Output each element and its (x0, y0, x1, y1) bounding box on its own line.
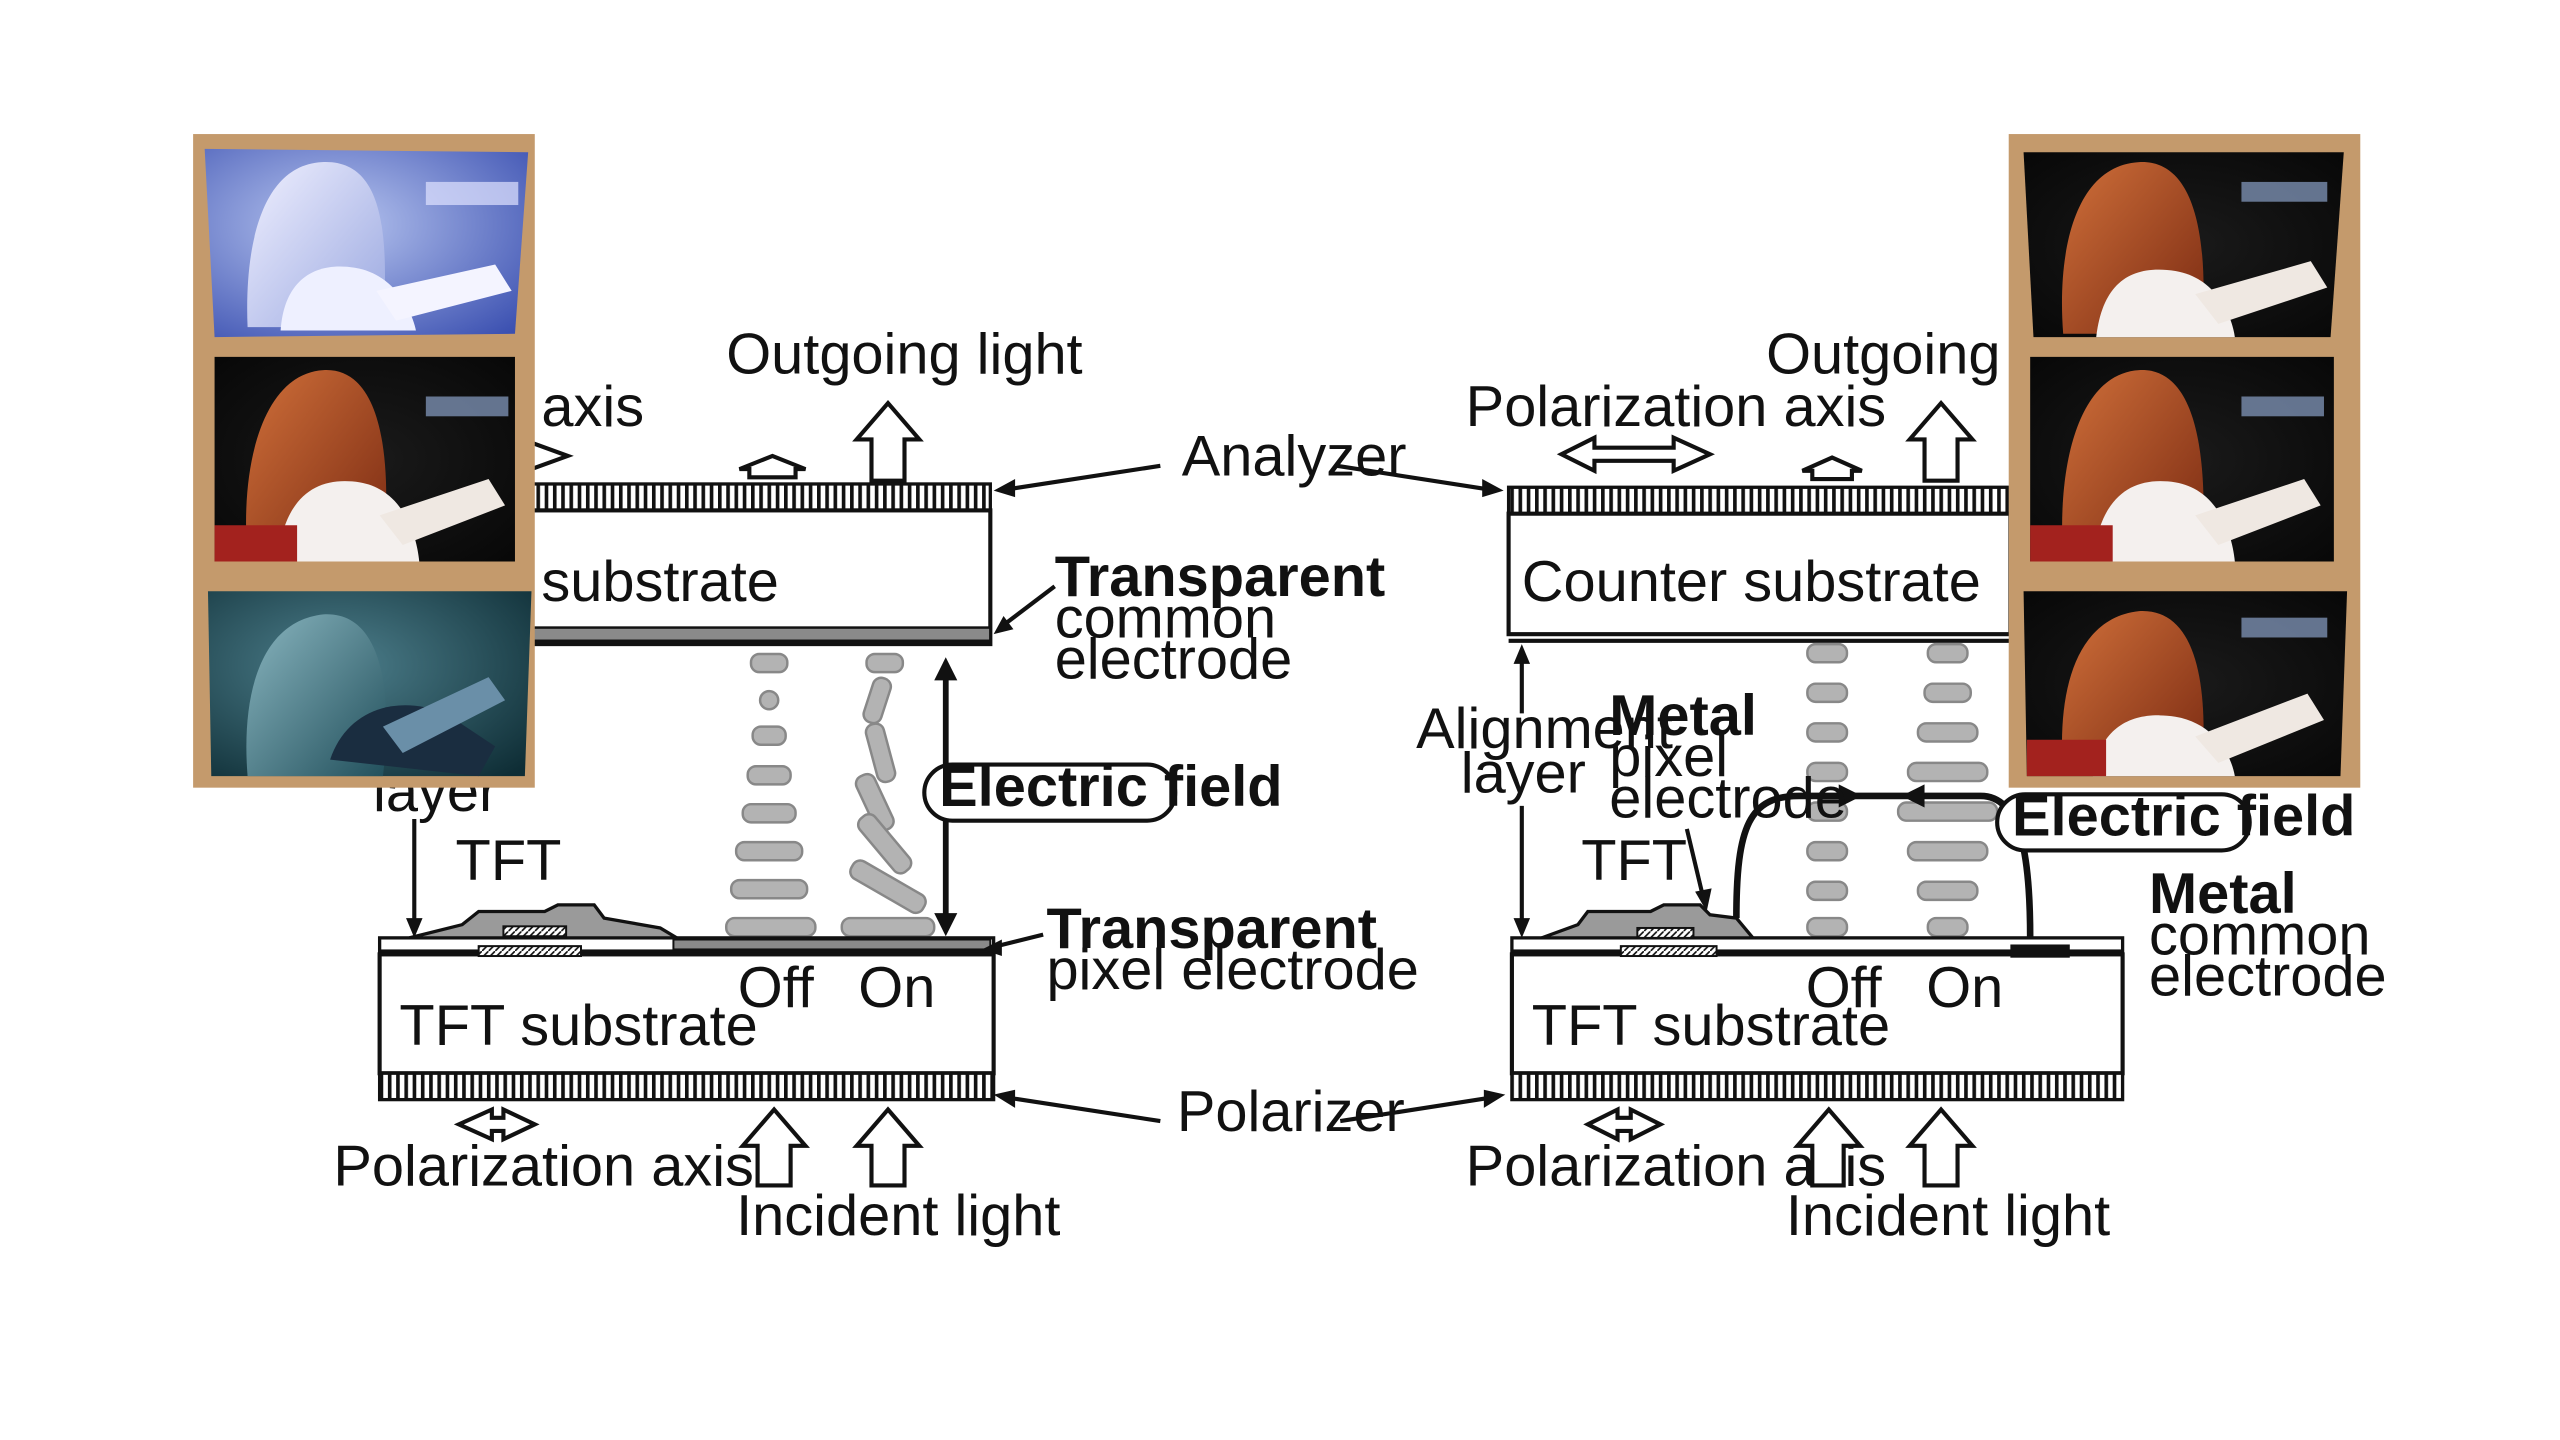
right-panel: Counter substrate Polarization axis Outg… (1416, 322, 2386, 1248)
right-analyzer-strip (1506, 485, 2013, 516)
right-tft-label: TFT (1581, 829, 1687, 893)
metal-common-label: common (2149, 903, 2370, 967)
left-transparent-label: Transparent (1055, 545, 1386, 609)
right-polarizer-strip (1510, 1071, 2125, 1102)
left-counter-substrate (493, 508, 993, 647)
left-tft-gate-top (502, 925, 568, 938)
left-outgoing-arrow-small (738, 453, 807, 480)
left-lc-molecules-on (840, 652, 936, 938)
right-photo-2 (2030, 356, 2334, 562)
left-panel: substrate Outgoing light axis (333, 322, 1418, 1248)
left-pixel-electrode (672, 938, 992, 951)
right-incident-light-label: Incident light (1786, 1184, 2110, 1248)
right-tft-gate (1619, 945, 1718, 958)
metal-pixel-label: pixel (1609, 725, 1728, 789)
right-lc-molecules-on (1896, 642, 1999, 938)
right-off-label: Off (1806, 956, 1883, 1020)
left-tft-substrate-label: TFT substrate (399, 994, 757, 1058)
left-electric-field-badge: Electric field (922, 755, 1283, 823)
left-lc-molecules-off (725, 652, 817, 938)
metal-common-electrode-label: electrode (2149, 945, 2387, 1009)
left-polarizer-strip (377, 1071, 996, 1102)
left-polarization-axis-arrow (453, 1106, 540, 1143)
right-incident-arrow-1 (1792, 1106, 1865, 1188)
left-photo-washed-out (204, 148, 529, 338)
alignment-layer-label: layer (1461, 742, 1586, 806)
left-axis-label: axis (541, 375, 644, 439)
right-polarization-axis-bottom-arrow (1583, 1106, 1666, 1143)
left-polarization-axis-label: Polarization axis (333, 1134, 753, 1198)
right-tft-substrate-label: TFT substrate (1532, 994, 1890, 1058)
left-electrode-label: electrode (1055, 628, 1293, 692)
right-photo-1 (2023, 152, 2344, 338)
left-outgoing-arrow-large (852, 399, 924, 483)
right-polarization-axis-arrow (1556, 434, 1715, 475)
analyzer-label: Analyzer (1182, 425, 1407, 489)
right-electric-field-badge: Electric field (1995, 785, 2355, 853)
left-substrate-label: substrate (541, 550, 779, 614)
left-transparent-pixel-label: Transparent (1046, 897, 1377, 961)
metal-common-title: Metal (2149, 862, 2297, 926)
left-photo-normal (214, 356, 515, 562)
left-common-electrode (493, 626, 992, 643)
left-on-label: On (858, 956, 935, 1020)
right-outgoing-arrow-small (1801, 455, 1863, 482)
right-incident-arrow-2 (1905, 1106, 1977, 1188)
left-analyzer-strip (493, 482, 992, 513)
polarizer-label: Polarizer (1177, 1080, 1405, 1144)
right-top-polarization-axis-label: Polarization axis (1466, 375, 1887, 439)
left-tft-substrate (377, 952, 996, 1076)
left-tft-label: TFT (456, 829, 562, 893)
right-photo-stack (2008, 134, 2361, 788)
right-tft-structure (1541, 903, 1757, 940)
left-photo-dark (207, 591, 532, 777)
right-photo-3 (2023, 591, 2348, 777)
left-tft-structure (408, 903, 683, 940)
right-metal-common-electrode (2010, 944, 2070, 958)
right-tft-substrate (1509, 952, 2125, 1076)
left-polarization-arrowhead (530, 440, 574, 472)
left-outgoing-light-label: Outgoing light (726, 322, 1082, 386)
left-common-label: common (1055, 586, 1276, 650)
left-tft-gate (477, 945, 582, 958)
alignment-label: Alignment (1416, 697, 1673, 761)
right-on-label: On (1926, 956, 2003, 1020)
right-outgoing-arrow-large (1905, 399, 1977, 483)
left-photo-stack (193, 134, 535, 788)
right-electric-field-arrow (1733, 784, 2034, 938)
left-pixel-electrode-label: pixel electrode (1046, 938, 1418, 1002)
left-off-label: Off (738, 956, 815, 1020)
counter-substrate-label: Counter substrate (1522, 550, 1981, 614)
left-incident-arrow-1 (738, 1106, 810, 1188)
left-incident-light-label: Incident light (736, 1184, 1060, 1248)
metal-pixel-electrode-label: electrode (1609, 766, 1847, 830)
right-lc-molecules-off (1806, 642, 1849, 938)
right-tft-gate-top (1636, 926, 1695, 939)
svg-text:Electric field: Electric field (939, 755, 1282, 819)
left-incident-arrow-2 (852, 1106, 924, 1188)
svg-text:Electric field: Electric field (2012, 785, 2355, 849)
center-labels: Analyzer Polarizer (993, 425, 1506, 1144)
metal-pixel-title: Metal (1609, 684, 1757, 748)
